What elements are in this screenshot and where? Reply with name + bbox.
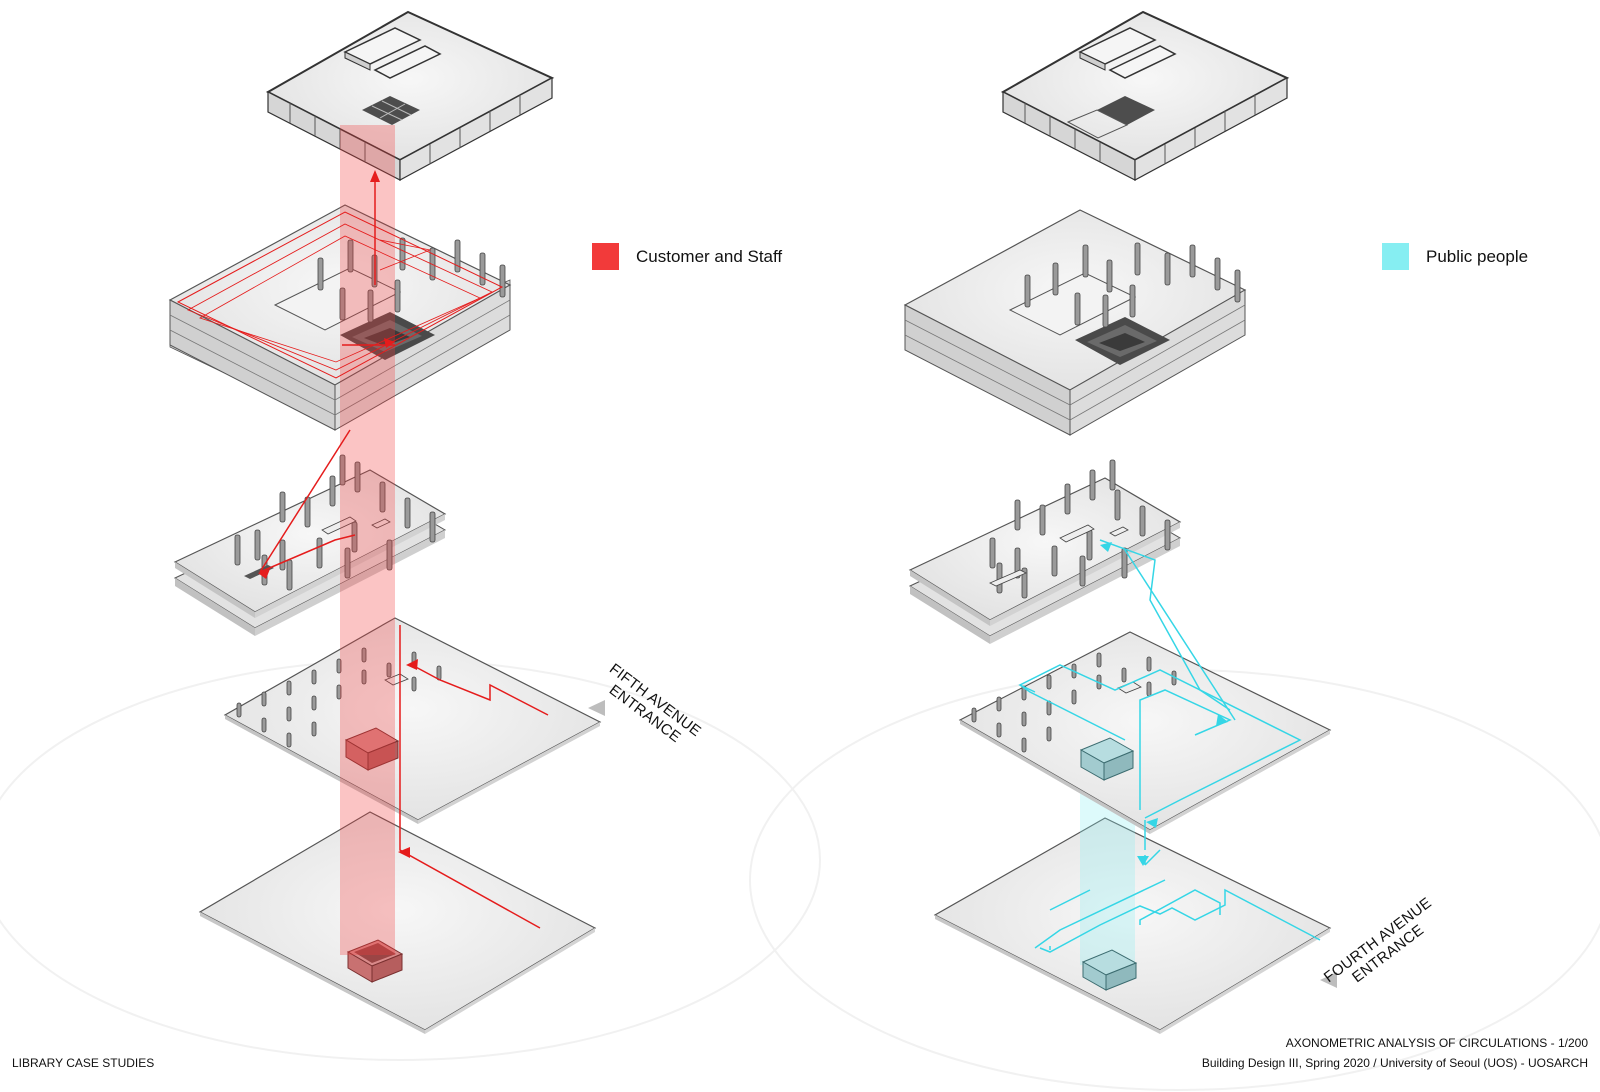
right-circulation-arrows [1100,542,1228,866]
right-stacked-columns [1024,242,1241,328]
legend-customer-staff: Customer and Staff [592,243,782,270]
legend-swatch [592,243,619,270]
legend-public-people: Public people [1382,243,1528,270]
left-vertical-shaft [340,125,395,955]
right-first-core-box [1079,737,1135,781]
right-middle-columns [989,459,1171,599]
footer-left-title: LIBRARY CASE STUDIES [12,1056,155,1070]
right-first-floor [958,631,1332,834]
left-middle-floors [173,454,447,636]
left-axonometric [168,10,602,1034]
left-ground-core-box [346,939,404,983]
left-circulation-path [176,175,549,929]
left-roof [265,10,555,182]
footer-right-title: AXONOMETRIC ANALYSIS OF CIRCULATIONS - 1… [1285,1036,1588,1050]
left-circulation-arrows [258,170,418,858]
legend-label: Customer and Staff [636,246,783,266]
legend-label: Public people [1426,246,1529,266]
footer-right-credit: Building Design III, Spring 2020 / Unive… [1201,1056,1588,1070]
left-first-floor [223,617,602,824]
legend-swatch [1382,243,1409,270]
right-middle-floors [908,459,1182,644]
right-stacked-floors [903,209,1247,436]
right-roof [1000,10,1290,182]
right-ground-core-box [1081,949,1138,991]
entrance-arrow-icon [588,700,605,716]
right-axonometric [903,10,1332,1034]
right-ground-floor [933,817,1332,1034]
entrance-arrow-icon [1320,972,1337,988]
left-ground-floor [198,811,597,1034]
right-first-columns [971,652,1177,753]
left-first-columns [236,647,442,748]
right-circulation-path [1018,539,1321,953]
left-first-core-box [344,727,400,771]
